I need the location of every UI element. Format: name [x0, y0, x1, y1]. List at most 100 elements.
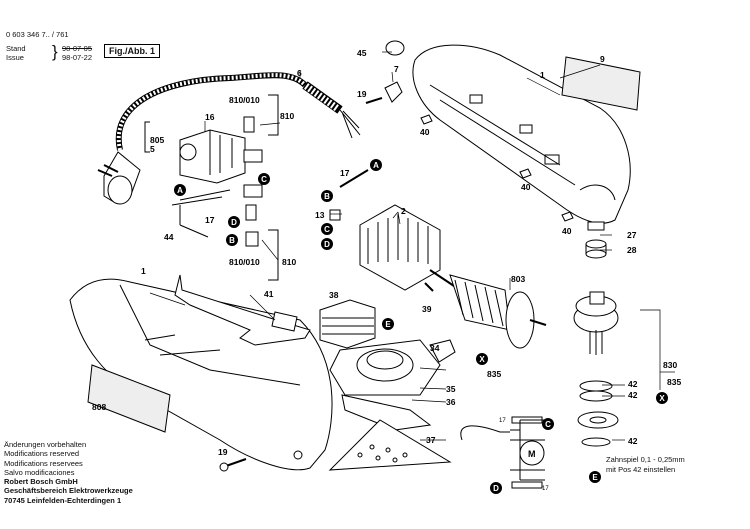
callout-810-top: 810 — [280, 111, 294, 121]
callout-41: 41 — [264, 289, 274, 299]
ring-45 — [385, 40, 405, 56]
marker-X-gear: X — [659, 394, 665, 403]
marker-B-switch: B — [229, 236, 235, 245]
screw-39 — [424, 282, 434, 292]
callout-835-gear: 835 — [667, 377, 681, 387]
connector-terminals — [171, 116, 263, 247]
wiring-schematic — [460, 416, 545, 489]
callout-810-010-bottom: 810/010 — [229, 257, 260, 267]
callout-16: 16 — [205, 112, 215, 122]
callout-810-010-top: 810/010 — [229, 95, 260, 105]
sanding-pad-37 — [328, 419, 452, 471]
callout-1-left: 1 — [141, 266, 146, 276]
figure-label: Fig./Abb. 1 — [104, 44, 160, 58]
part-34 — [429, 339, 456, 363]
marker-C-stator: C — [324, 225, 330, 234]
gear-play-note: Zahnspiel 0,1 - 0,25mm mit Pos 42 einste… — [606, 455, 685, 474]
callout-17-stator: 17 — [340, 168, 350, 178]
callout-39: 39 — [422, 304, 432, 314]
callout-19-bottom: 19 — [218, 447, 228, 457]
brush-13 — [329, 209, 341, 221]
callout-38: 38 — [329, 290, 339, 300]
part-7 — [384, 81, 403, 103]
callout-40-c: 40 — [562, 226, 572, 236]
callout-44: 44 — [164, 232, 174, 242]
ring-42-a — [579, 380, 613, 392]
marker-circles — [174, 159, 668, 494]
bearing-lower — [577, 411, 619, 429]
lead-17 — [339, 169, 369, 188]
callout-1-top: 1 — [540, 70, 545, 80]
note-line-2: mit Pos 42 einstellen — [606, 464, 676, 474]
callout-830: 830 — [663, 360, 677, 370]
callout-40-b: 40 — [521, 182, 531, 192]
note-line-1: Zahnspiel 0,1 - 0,25mm — [606, 455, 685, 464]
label-plate-9 — [561, 56, 641, 111]
callout-808: 808 — [92, 402, 106, 412]
callout-805: 805 — [150, 135, 164, 145]
callout-36: 36 — [446, 397, 456, 407]
leader-lines — [149, 51, 675, 441]
stand-label: Stand — [6, 44, 26, 53]
ring-42-c — [581, 437, 611, 447]
company-address: 70745 Leinfelden-Echterdingen 1 — [4, 495, 122, 505]
marker-A-top: A — [373, 161, 379, 170]
marker-C-switch: C — [261, 175, 267, 184]
callout-17-schem-bottom: 17 — [542, 486, 549, 492]
callout-835-pad: 835 — [487, 369, 501, 379]
callout-40-a: 40 — [420, 127, 430, 137]
dust-filter-38 — [319, 299, 376, 349]
bracket-805 — [144, 121, 150, 153]
callout-17-switch: 17 — [205, 215, 215, 225]
callout-28: 28 — [627, 245, 637, 255]
screw-40-c — [561, 211, 574, 222]
armature — [429, 269, 547, 349]
pad-holder — [329, 339, 441, 396]
mains-plug — [97, 151, 141, 205]
marker-D-switch: D — [231, 218, 237, 227]
callout-27: 27 — [627, 230, 637, 240]
screw-40-b — [519, 168, 532, 179]
callout-42-a: 42 — [628, 379, 638, 389]
callout-13: 13 — [315, 210, 325, 220]
gear-830 — [573, 291, 619, 355]
screw-40-a — [420, 114, 433, 125]
switch-rod — [174, 274, 311, 346]
callout-34: 34 — [430, 343, 440, 353]
footer-notice: Änderungen vorbehalten Modifications res… — [4, 440, 133, 505]
marker-D-stator: D — [324, 240, 330, 249]
marker-X-pad: X — [479, 355, 485, 364]
spring-36 — [341, 394, 432, 431]
company-name: Robert Bosch GmbH — [4, 477, 78, 487]
callout-45: 45 — [357, 48, 367, 58]
callout-7: 7 — [394, 64, 399, 74]
washer-27 — [587, 221, 605, 231]
callout-35: 35 — [446, 384, 456, 394]
footer-line-en: Modifications reserved — [4, 449, 80, 459]
callout-17-schem-top: 17 — [499, 418, 506, 424]
power-cord — [115, 72, 361, 151]
rating-plate-808 — [87, 364, 171, 433]
callout-2: 2 — [401, 206, 406, 216]
doc-number: 0 603 346 7.. / 761 — [6, 30, 69, 39]
marker-B-stator: B — [324, 192, 330, 201]
marker-D-schematic: D — [493, 484, 499, 493]
callout-9: 9 — [600, 54, 605, 64]
callout-810-bottom: 810 — [282, 257, 296, 267]
screw-19-upper — [365, 97, 383, 104]
footer-line-es: Salvo modificaciones — [4, 467, 75, 477]
marker-A-left: A — [177, 186, 183, 195]
issue-label: Issue — [6, 53, 24, 62]
issue-date: 98-07-22 — [62, 53, 93, 62]
callout-19-top: 19 — [357, 89, 367, 99]
callout-6: 6 — [297, 68, 302, 78]
stator-field — [359, 204, 441, 291]
screw-19-lower — [219, 458, 247, 472]
date-brace: } — [52, 42, 58, 61]
callout-37: 37 — [426, 435, 436, 445]
callout-42-b: 42 — [628, 390, 638, 400]
marker-C-schematic: C — [545, 420, 551, 429]
stand-date: 98-07-05 — [62, 44, 93, 53]
